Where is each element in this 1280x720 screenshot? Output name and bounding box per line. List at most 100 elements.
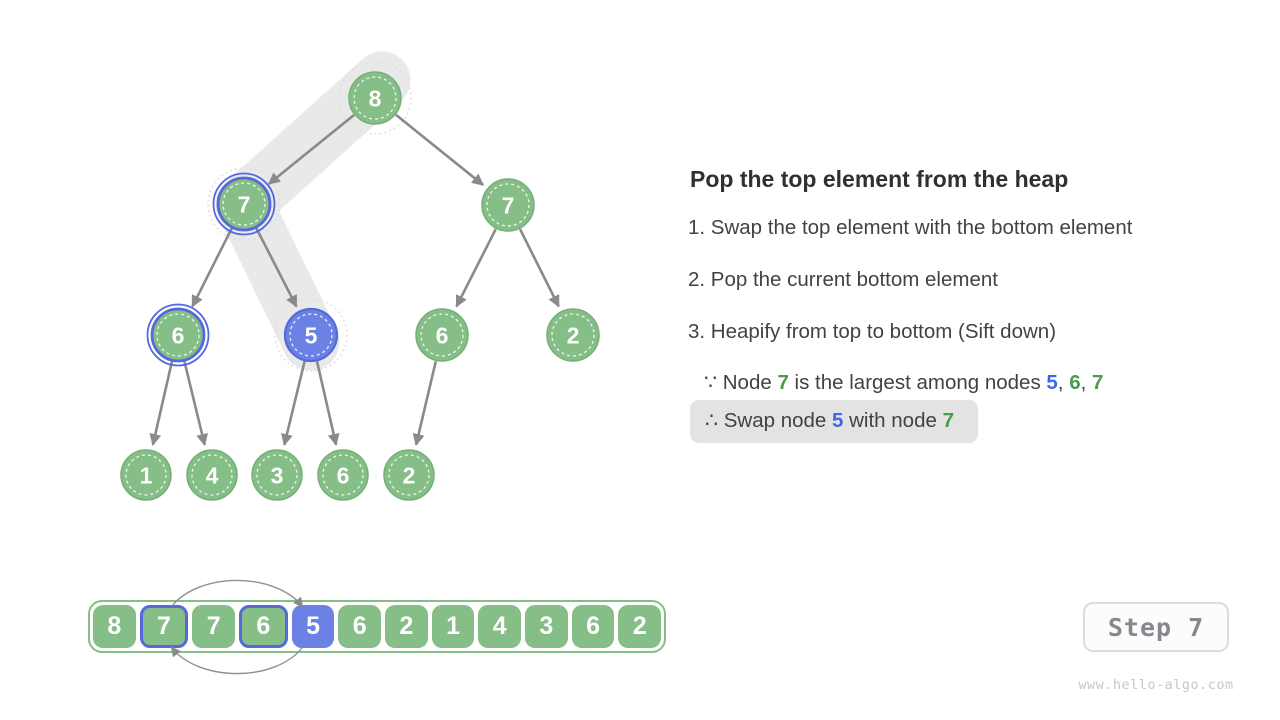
swap-arrows — [170, 579, 304, 675]
node-inner-ring — [353, 76, 397, 120]
rich-text-segment: ∵ Node — [704, 371, 778, 394]
node-inner-ring — [125, 454, 167, 496]
tree-edge — [412, 360, 438, 446]
tree-node: 8 — [348, 71, 402, 125]
node-circle — [348, 71, 402, 125]
node-circle — [383, 449, 435, 501]
node-circle — [150, 307, 206, 363]
tree-edge — [315, 361, 340, 446]
node-halo — [207, 167, 281, 241]
node-inner-ring — [256, 454, 298, 496]
array-cell: 5 — [291, 605, 335, 648]
array-cell: 2 — [618, 605, 662, 648]
tree-edge — [395, 113, 485, 186]
tree-edge — [255, 227, 298, 308]
tree-edge — [183, 360, 208, 447]
rich-text-segment: 5 — [1046, 371, 1058, 394]
tree-edge — [455, 228, 497, 308]
swap-arc-bottom — [170, 646, 303, 675]
rich-text-segment: is the largest among nodes — [788, 371, 1047, 394]
tree-node-value: 1 — [140, 462, 153, 488]
node-inner-ring — [420, 313, 464, 357]
rich-text-segment: 7 — [942, 409, 954, 432]
tree-node-value: 5 — [305, 322, 318, 348]
node-inner-ring — [222, 182, 266, 226]
tree-node: 6 — [415, 308, 469, 362]
node-circle — [186, 449, 238, 501]
tree-node-value: 2 — [567, 322, 580, 348]
node-inner-ring — [156, 313, 200, 357]
selection-outer-ring — [212, 172, 276, 236]
tree-edge — [267, 113, 355, 185]
tree-node-value: 2 — [403, 462, 416, 488]
node-circle — [283, 307, 339, 363]
array-cell: 3 — [525, 605, 568, 648]
tree-node-value: 7 — [502, 192, 515, 218]
tree-node-value: 3 — [271, 462, 284, 488]
array-cell: 1 — [431, 605, 475, 648]
rich-text-segment: , — [1080, 371, 1093, 394]
swap-arc-top — [171, 579, 304, 608]
step-instruction-3: 3. Heapify from top to bottom (Sift down… — [688, 320, 1057, 343]
node-inner-ring — [289, 313, 333, 357]
selection-outer-ring — [146, 303, 210, 367]
therefore-note: ∴ Swap node 5 with node 7 — [690, 400, 978, 443]
array-cell: 4 — [478, 605, 522, 648]
tree-node-value: 8 — [369, 85, 382, 111]
panel-title: Pop the top element from the heap — [690, 166, 1069, 192]
rich-text-segment: 7 — [777, 371, 789, 394]
rich-text-segment: ∴ Swap node — [705, 409, 833, 432]
tree-node: 1 — [120, 449, 172, 501]
tree-node: 5 — [283, 307, 339, 363]
array-cell: 2 — [385, 605, 428, 648]
step-counter-button[interactable]: Step 7 — [1083, 602, 1229, 652]
tree-edge — [281, 360, 306, 447]
tree-node-value: 6 — [172, 322, 185, 348]
rich-text-segment: , — [1057, 371, 1070, 394]
tree-node: 7 — [212, 172, 276, 236]
tree-node-value: 6 — [436, 322, 449, 348]
node-circle — [546, 308, 600, 362]
array-cell: 7 — [192, 605, 236, 648]
node-circle — [481, 178, 535, 232]
tree-node: 3 — [251, 449, 303, 501]
tree-node: 4 — [186, 449, 238, 501]
tree-node: 2 — [546, 308, 600, 362]
tree-node: 6 — [317, 449, 369, 501]
node-circle — [216, 176, 272, 232]
node-circle — [317, 449, 369, 501]
tree-edge — [149, 361, 174, 446]
node-circle — [251, 449, 303, 501]
tree-node-value: 7 — [238, 191, 251, 217]
array-cell: 6 — [571, 605, 615, 648]
tree-edge — [518, 228, 560, 308]
tree-edge — [191, 227, 234, 308]
tree-node: 7 — [481, 178, 535, 232]
tree-node-value: 4 — [206, 462, 219, 488]
step-instruction-1: 1. Swap the top element with the bottom … — [688, 216, 1133, 239]
array-cell: 7 — [139, 605, 189, 648]
rich-text-segment: 7 — [1092, 371, 1104, 394]
rich-text-segment: with node — [843, 409, 943, 432]
step-instruction-2: 2. Pop the current bottom element — [688, 268, 998, 291]
because-note: ∵ Node 7 is the largest among nodes 5, 6… — [704, 370, 1103, 395]
array-cell: 8 — [93, 605, 136, 648]
tree-node: 6 — [146, 303, 210, 367]
node-circle — [415, 308, 469, 362]
heap-tree-diagram: 8 7 7 6 5 6 2 1 4 3 6 2 — [120, 51, 600, 501]
node-inner-ring — [551, 313, 595, 357]
tree-node: 2 — [383, 449, 435, 501]
node-inner-ring — [322, 454, 364, 496]
node-halo — [274, 298, 348, 372]
node-halo — [338, 61, 412, 135]
node-inner-ring — [388, 454, 430, 496]
node-inner-ring — [191, 454, 233, 496]
watermark-url: www.hello-algo.com — [1078, 677, 1234, 693]
rich-text-segment: 5 — [832, 409, 844, 432]
rich-text-segment: 6 — [1069, 371, 1081, 394]
node-inner-ring — [486, 183, 530, 227]
node-circle — [120, 449, 172, 501]
array-cell: 6 — [338, 605, 382, 648]
